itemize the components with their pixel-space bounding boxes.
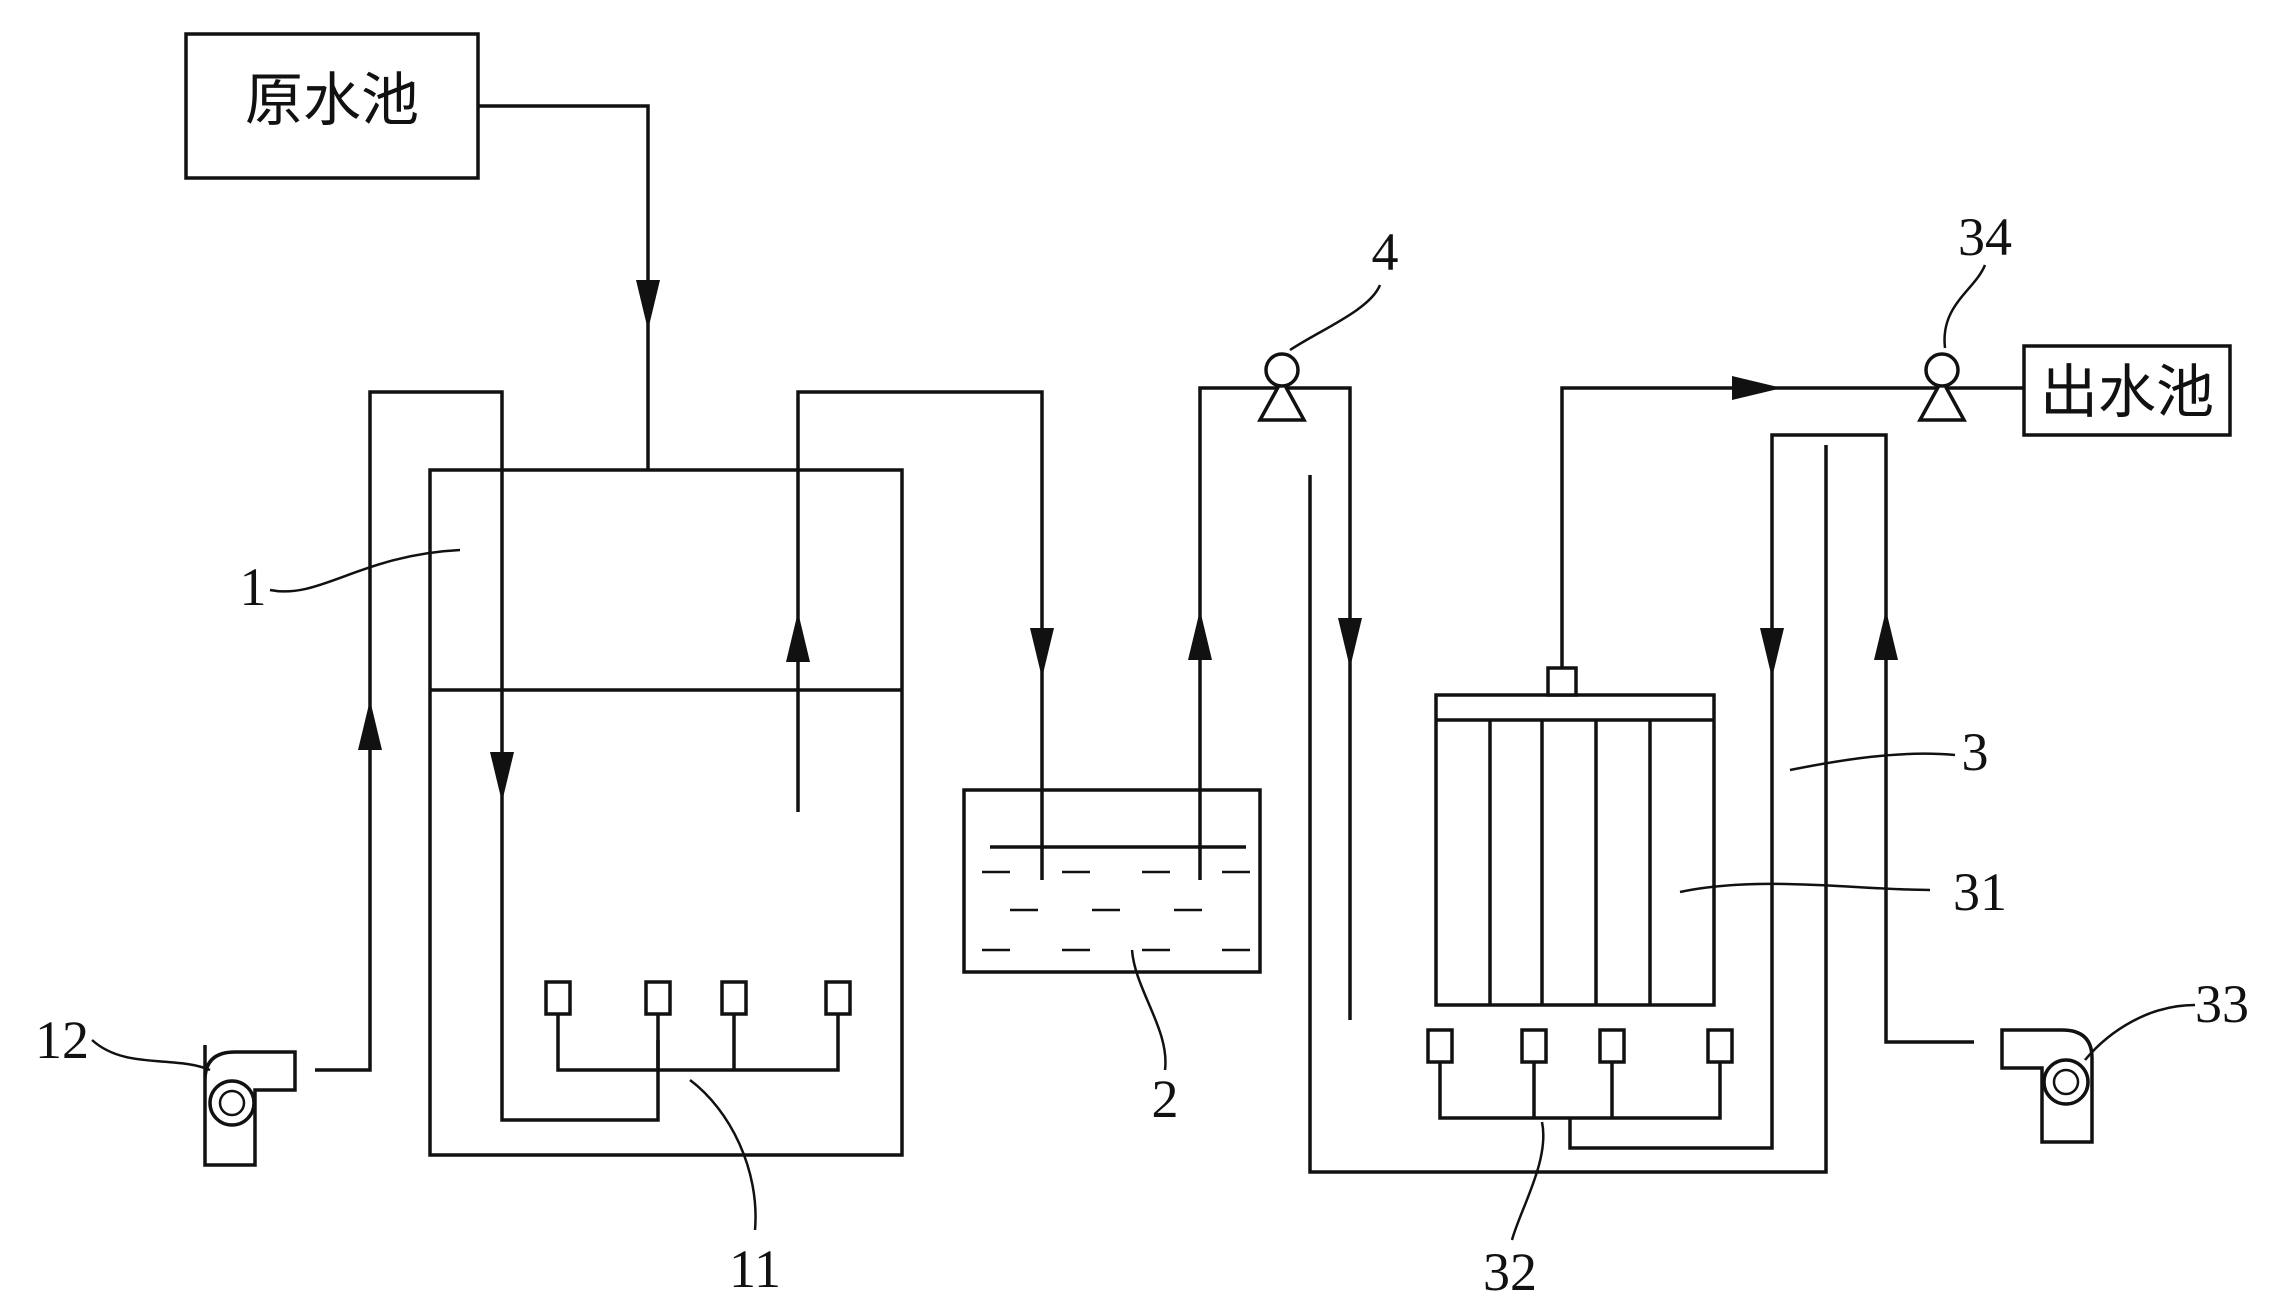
tank-1 xyxy=(428,468,904,1157)
label-12: 12 xyxy=(35,1010,89,1070)
air-line-12-bottom xyxy=(500,790,660,1122)
membrane-module-31 xyxy=(1434,666,1716,1007)
flow-arrow-air33-up xyxy=(1874,610,1898,660)
label-4: 4 xyxy=(1372,222,1399,282)
label-3: 3 xyxy=(1962,722,1989,782)
label-31: 31 xyxy=(1953,862,2007,922)
leader-1 xyxy=(269,548,461,593)
air-line-12 xyxy=(315,390,504,1072)
leader-32 xyxy=(1510,1121,1545,1241)
pump-4-icon xyxy=(1257,352,1307,422)
label-11: 11 xyxy=(729,1239,781,1299)
membrane-tank-3 xyxy=(1308,445,1828,1174)
leader-34 xyxy=(1943,264,1987,349)
flow-arrow-transfer-down xyxy=(1030,628,1054,678)
flow-arrow-air-down xyxy=(490,752,514,802)
leader-12 xyxy=(91,1039,211,1072)
air-line-33 xyxy=(1568,433,1974,1150)
outlet-pool-box xyxy=(2022,344,2232,437)
outlet-pool-label: 出水池 xyxy=(2040,358,2214,426)
leader-33 xyxy=(2084,1003,2196,1061)
label-34: 34 xyxy=(1958,207,2012,267)
leader-3 xyxy=(1789,752,1956,772)
leader-4 xyxy=(1289,284,1382,352)
flow-arrow-raw-feed xyxy=(636,280,660,330)
label-32: 32 xyxy=(1483,1242,1537,1302)
label-2: 2 xyxy=(1152,1069,1179,1129)
permeate-line xyxy=(1560,386,2030,668)
blower-12-icon xyxy=(203,1045,297,1167)
flow-arrow-pump-down xyxy=(1338,618,1362,668)
transfer-line-1-to-2 xyxy=(796,390,1044,880)
flow-arrow-pump-up xyxy=(1188,610,1212,660)
blower-33-icon xyxy=(2000,1028,2094,1144)
label-1: 1 xyxy=(240,557,267,617)
raw-water-feed-line xyxy=(478,104,650,470)
flow-arrow-air33-down xyxy=(1760,628,1784,678)
outlet-pump-34-icon xyxy=(1917,352,1967,422)
pump-line-2-to-3 xyxy=(1198,386,1352,1020)
raw-water-pool-box xyxy=(184,32,480,180)
flow-arrow-transfer-up xyxy=(786,612,810,662)
raw-water-pool-label: 原水池 xyxy=(245,66,419,134)
intermediate-tank-2 xyxy=(962,788,1262,974)
leader-11 xyxy=(689,1079,757,1231)
membrane-aerator-32 xyxy=(1426,1028,1734,1120)
flow-arrow-permeate xyxy=(1732,376,1782,400)
leader-2 xyxy=(1130,949,1167,1071)
label-33: 33 xyxy=(2195,974,2249,1034)
aerator-11 xyxy=(544,980,852,1072)
tank-2-water-dashes xyxy=(982,870,1250,952)
leader-31 xyxy=(1679,882,1931,894)
flow-arrow-air-up xyxy=(358,700,382,750)
